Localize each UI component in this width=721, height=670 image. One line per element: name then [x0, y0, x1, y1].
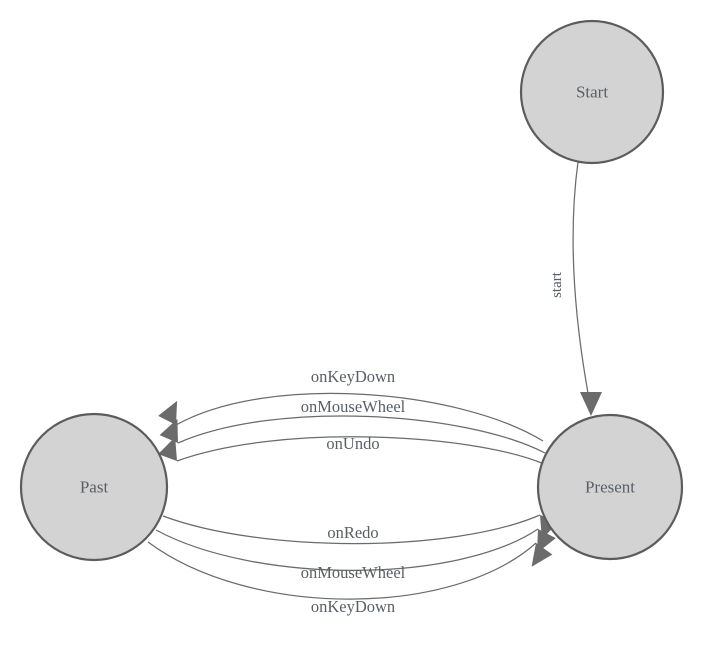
edge-past-to-present-onmousewheel[interactable]: onMouseWheel	[155, 528, 556, 582]
node-label-present: Present	[585, 478, 635, 497]
node-label-start: Start	[576, 83, 608, 102]
arrowhead-icon	[158, 400, 178, 425]
edge-path	[177, 415, 546, 454]
edge-path	[162, 514, 541, 545]
edge-label-onmousewheel-top: onMouseWheel	[301, 397, 406, 416]
node-circle	[536, 413, 684, 561]
edge-past-to-present-onkeydown[interactable]: onKeyDown	[147, 541, 553, 616]
edge-path	[572, 161, 591, 405]
edge-path	[147, 541, 537, 600]
arrowhead-icon	[159, 418, 178, 443]
edge-label-onredo: onRedo	[327, 523, 378, 542]
edge-start-to-present[interactable]: start	[549, 161, 602, 416]
arrowhead-icon	[158, 436, 177, 462]
edge-path	[175, 392, 544, 442]
edge-label-onkeydown-top: onKeyDown	[311, 367, 395, 386]
edge-past-to-present-onredo[interactable]: onRedo	[162, 514, 559, 545]
edge-path	[176, 436, 545, 465]
node-start[interactable]: Start	[519, 19, 665, 165]
edge-present-to-past-onmousewheel[interactable]: onMouseWheel	[159, 397, 546, 454]
node-past[interactable]: Past	[19, 412, 169, 562]
node-circle	[519, 19, 665, 165]
edge-present-to-past-onkeydown[interactable]: onKeyDown	[158, 367, 544, 442]
edge-label-start: start	[549, 271, 565, 298]
node-present[interactable]: Present	[536, 413, 684, 561]
node-label-past: Past	[80, 478, 109, 497]
edge-label-onkeydown-bottom: onKeyDown	[311, 597, 395, 616]
edge-present-to-past-onundo[interactable]: onUndo	[158, 433, 545, 465]
arrowhead-icon	[531, 543, 553, 567]
edge-path	[155, 528, 539, 571]
node-circle	[19, 412, 169, 562]
edge-label-onundo: onUndo	[326, 434, 379, 453]
arrowhead-icon	[580, 392, 602, 416]
edge-label-onmousewheel-bottom: onMouseWheel	[301, 563, 406, 582]
